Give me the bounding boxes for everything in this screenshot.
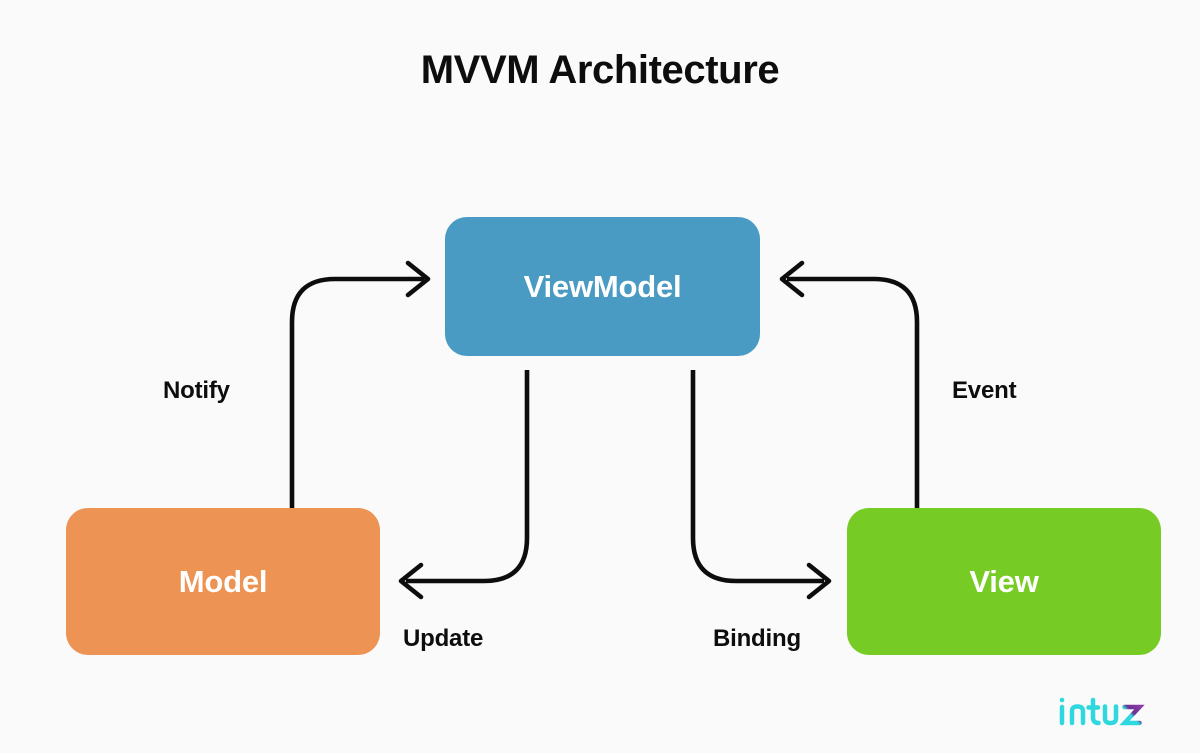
edge-label-update: Update xyxy=(403,625,484,652)
node-model-label: Model xyxy=(178,563,268,599)
page-title: MVVM Architecture xyxy=(420,48,780,92)
edge-label-event: Event xyxy=(952,377,1017,404)
node-view[interactable]: View xyxy=(847,508,1161,655)
edge-label-binding: Binding xyxy=(713,625,801,652)
edge-label-notify: Notify xyxy=(163,377,230,404)
intuz-logo xyxy=(1059,697,1145,726)
node-model[interactable]: Model xyxy=(66,508,380,655)
edge-event xyxy=(779,260,920,508)
node-viewmodel-label: ViewModel xyxy=(523,268,682,304)
edge-update xyxy=(398,370,530,600)
node-viewmodel[interactable]: ViewModel xyxy=(445,217,760,356)
node-view-label: View xyxy=(969,563,1039,599)
edge-notify xyxy=(289,260,431,508)
edge-binding xyxy=(690,370,832,600)
